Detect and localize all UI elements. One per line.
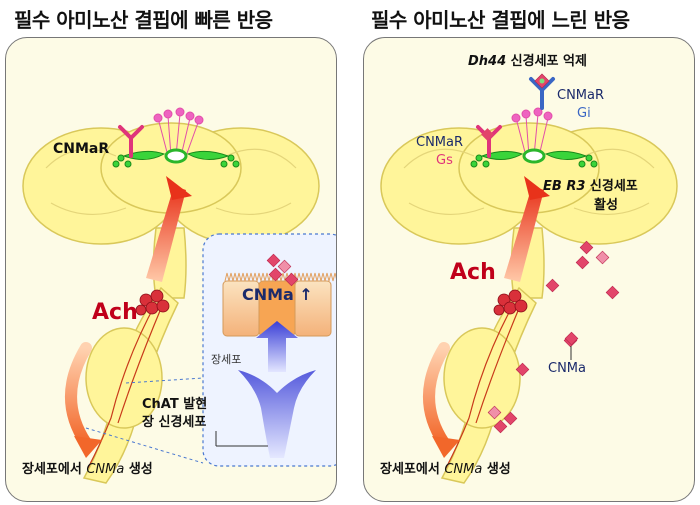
chat-label-line1: ChAT 발현 <box>142 397 208 412</box>
cnmar-gi-receptor-icon <box>529 77 555 110</box>
green-ellipsoid-body <box>470 148 598 168</box>
caption-cnma: CNMa <box>444 462 483 477</box>
caption-prefix: 장세포에서 <box>22 462 87 477</box>
curved-arrow <box>65 342 92 449</box>
pink-neurons <box>511 107 553 157</box>
gut-cell-label: 장세포 <box>211 353 242 366</box>
cnma-label: CNMa <box>548 361 586 376</box>
ach-arrow <box>504 176 550 282</box>
cnma-up-label: CNMa ↑ <box>242 285 313 304</box>
ganglion <box>135 289 170 316</box>
gi-label: Gi <box>577 106 591 121</box>
right-bottom-caption: 장세포에서 CNMa 생성 <box>380 458 511 477</box>
ganglion <box>493 289 528 316</box>
gs-label: Gs <box>436 153 453 168</box>
cnmar-left-label: CNMaR <box>416 135 464 150</box>
right-fly-brain-gut-illustration <box>380 73 678 484</box>
cnma-peptides <box>266 253 299 287</box>
green-ellipsoid-body <box>112 148 240 168</box>
caption-prefix: 장세포에서 <box>380 462 445 477</box>
caption-suffix: 생성 <box>124 462 153 477</box>
neuron-to-gut-arrow <box>238 321 316 458</box>
ach-label: Ach <box>450 260 496 285</box>
dh44-suffix: 신경세포 억제 <box>506 54 587 69</box>
left-fly-brain-gut-illustration <box>22 107 336 484</box>
up-arrow-icon: ↑ <box>293 285 313 304</box>
chat-label-line2: 장 신경세포 <box>142 415 207 430</box>
caption-suffix: 생성 <box>482 462 511 477</box>
left-panel-title: 필수 아미노산 결핍에 빠른 반응 <box>14 8 273 32</box>
eb-r3-gene: EB R3 <box>543 179 586 194</box>
eb-r3-suffix: 신경세포 <box>585 179 638 194</box>
curved-arrow <box>423 342 450 449</box>
activation-label: 활성 <box>594 198 618 213</box>
cnmar-receptor-icon <box>118 125 144 158</box>
ach-label: Ach <box>92 300 138 325</box>
pink-neurons <box>153 107 204 157</box>
left-bottom-caption: 장세포에서 CNMa 생성 <box>22 458 153 477</box>
ach-arrow <box>146 176 192 282</box>
cnma-up-text: CNMa <box>242 285 294 304</box>
eb-r3-label: EB R3 신경세포 <box>543 175 638 194</box>
gut-epithelial-cells <box>222 272 336 337</box>
right-panel-title: 필수 아미노산 결핍에 느린 반응 <box>371 8 630 32</box>
cnmar-label: CNMaR <box>53 141 110 157</box>
left-panel: CNMaR Ach CNMa ↑ 장세포 ChAT 발현 장 신경세포 장세포에… <box>5 37 337 502</box>
dh44-label: Dh44 신경세포 억제 <box>468 50 587 69</box>
dh44-gene: Dh44 <box>468 54 507 69</box>
right-panel: Dh44 신경세포 억제 CNMaR Gi CNMaR Gs EB R3 신경세… <box>363 37 695 502</box>
cnmar-top-label: CNMaR <box>557 88 605 103</box>
caption-cnma: CNMa <box>86 462 125 477</box>
